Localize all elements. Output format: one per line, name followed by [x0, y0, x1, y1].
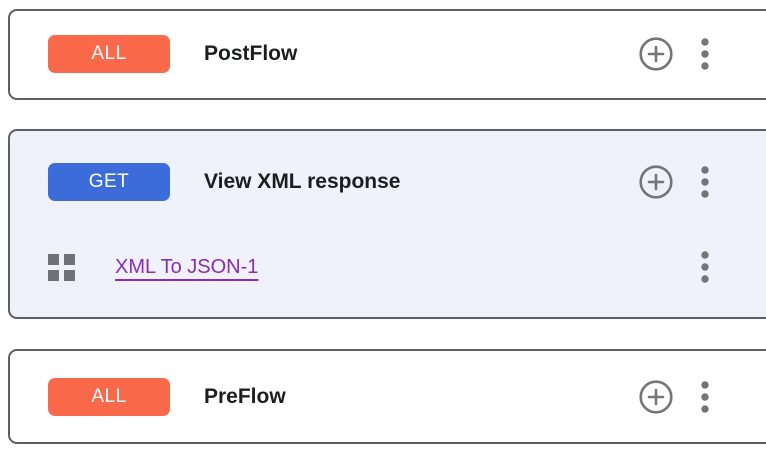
flow-title: View XML response [204, 170, 401, 193]
flow-actions [638, 163, 709, 201]
method-badge: ALL [48, 35, 170, 73]
more-menu-icon[interactable] [701, 251, 709, 283]
flow-title: PreFlow [204, 385, 286, 408]
method-badge: ALL [48, 378, 170, 416]
more-menu-icon[interactable] [701, 166, 709, 198]
add-step-icon[interactable] [638, 379, 674, 415]
add-step-icon[interactable] [638, 36, 674, 72]
flow-header-row: GET View XML response [10, 163, 766, 201]
drag-handle-icon[interactable] [48, 253, 75, 281]
step-actions [701, 248, 709, 286]
policy-step-link[interactable]: XML To JSON-1 [115, 255, 259, 278]
flow-header-row: ALL PostFlow [10, 35, 766, 73]
flow-card-preflow[interactable]: ALL PreFlow [8, 349, 766, 444]
more-menu-icon[interactable] [701, 381, 709, 413]
policy-step-row: XML To JSON-1 [10, 248, 766, 286]
method-badge: GET [48, 163, 170, 201]
flow-card-view-xml-response[interactable]: GET View XML response [8, 129, 766, 319]
flow-header-row: ALL PreFlow [10, 378, 766, 416]
add-step-icon[interactable] [638, 164, 674, 200]
flow-actions [638, 35, 709, 73]
flow-title: PostFlow [204, 42, 298, 65]
more-menu-icon[interactable] [701, 38, 709, 70]
flow-card-postflow[interactable]: ALL PostFlow [8, 9, 766, 100]
flow-actions [638, 378, 709, 416]
